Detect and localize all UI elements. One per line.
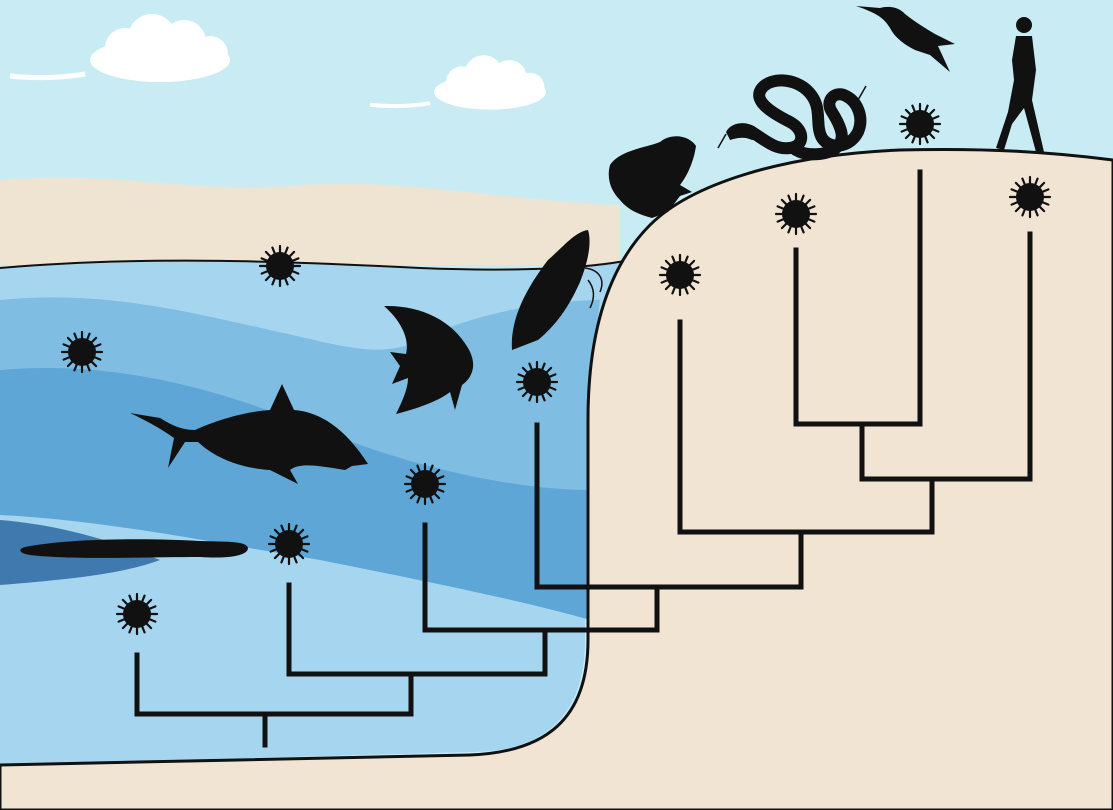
clade-coelacanth: [534, 422, 804, 590]
shark-icon: [130, 384, 368, 484]
virus-icon: [1008, 175, 1052, 219]
phylogenetic-tree: [134, 169, 1033, 748]
clade-shark: [286, 582, 548, 677]
frog-icon: [608, 136, 696, 218]
coelacanth-icon: [511, 230, 603, 350]
cloud-left: [9, 14, 230, 82]
lamprey-icon: [20, 539, 248, 558]
virus-icon: [115, 592, 159, 636]
clade-amniotes: [859, 231, 1033, 482]
land: [0, 148, 1113, 810]
animals: [20, 6, 1044, 558]
distant-dunes: [0, 177, 620, 265]
virus-icon: [403, 462, 447, 506]
virus-icon: [774, 192, 818, 236]
virus-icon: [267, 522, 311, 566]
bird-icon: [856, 6, 955, 72]
human-icon: [996, 17, 1044, 152]
virus-icon: [258, 244, 302, 288]
water-deep: [0, 368, 590, 620]
virus-icon: [658, 253, 702, 297]
virus-icon: [60, 330, 104, 374]
angelfish-icon: [384, 305, 474, 414]
snake-icon: [717, 74, 867, 161]
virus-icon: [898, 102, 942, 146]
virus-icon: [515, 360, 559, 404]
clade-frog: [677, 319, 935, 535]
clade-angelfish: [422, 522, 660, 633]
cloud-right: [369, 55, 546, 110]
clade-lamprey: [134, 652, 414, 717]
clade-sauropsids: [793, 169, 923, 427]
